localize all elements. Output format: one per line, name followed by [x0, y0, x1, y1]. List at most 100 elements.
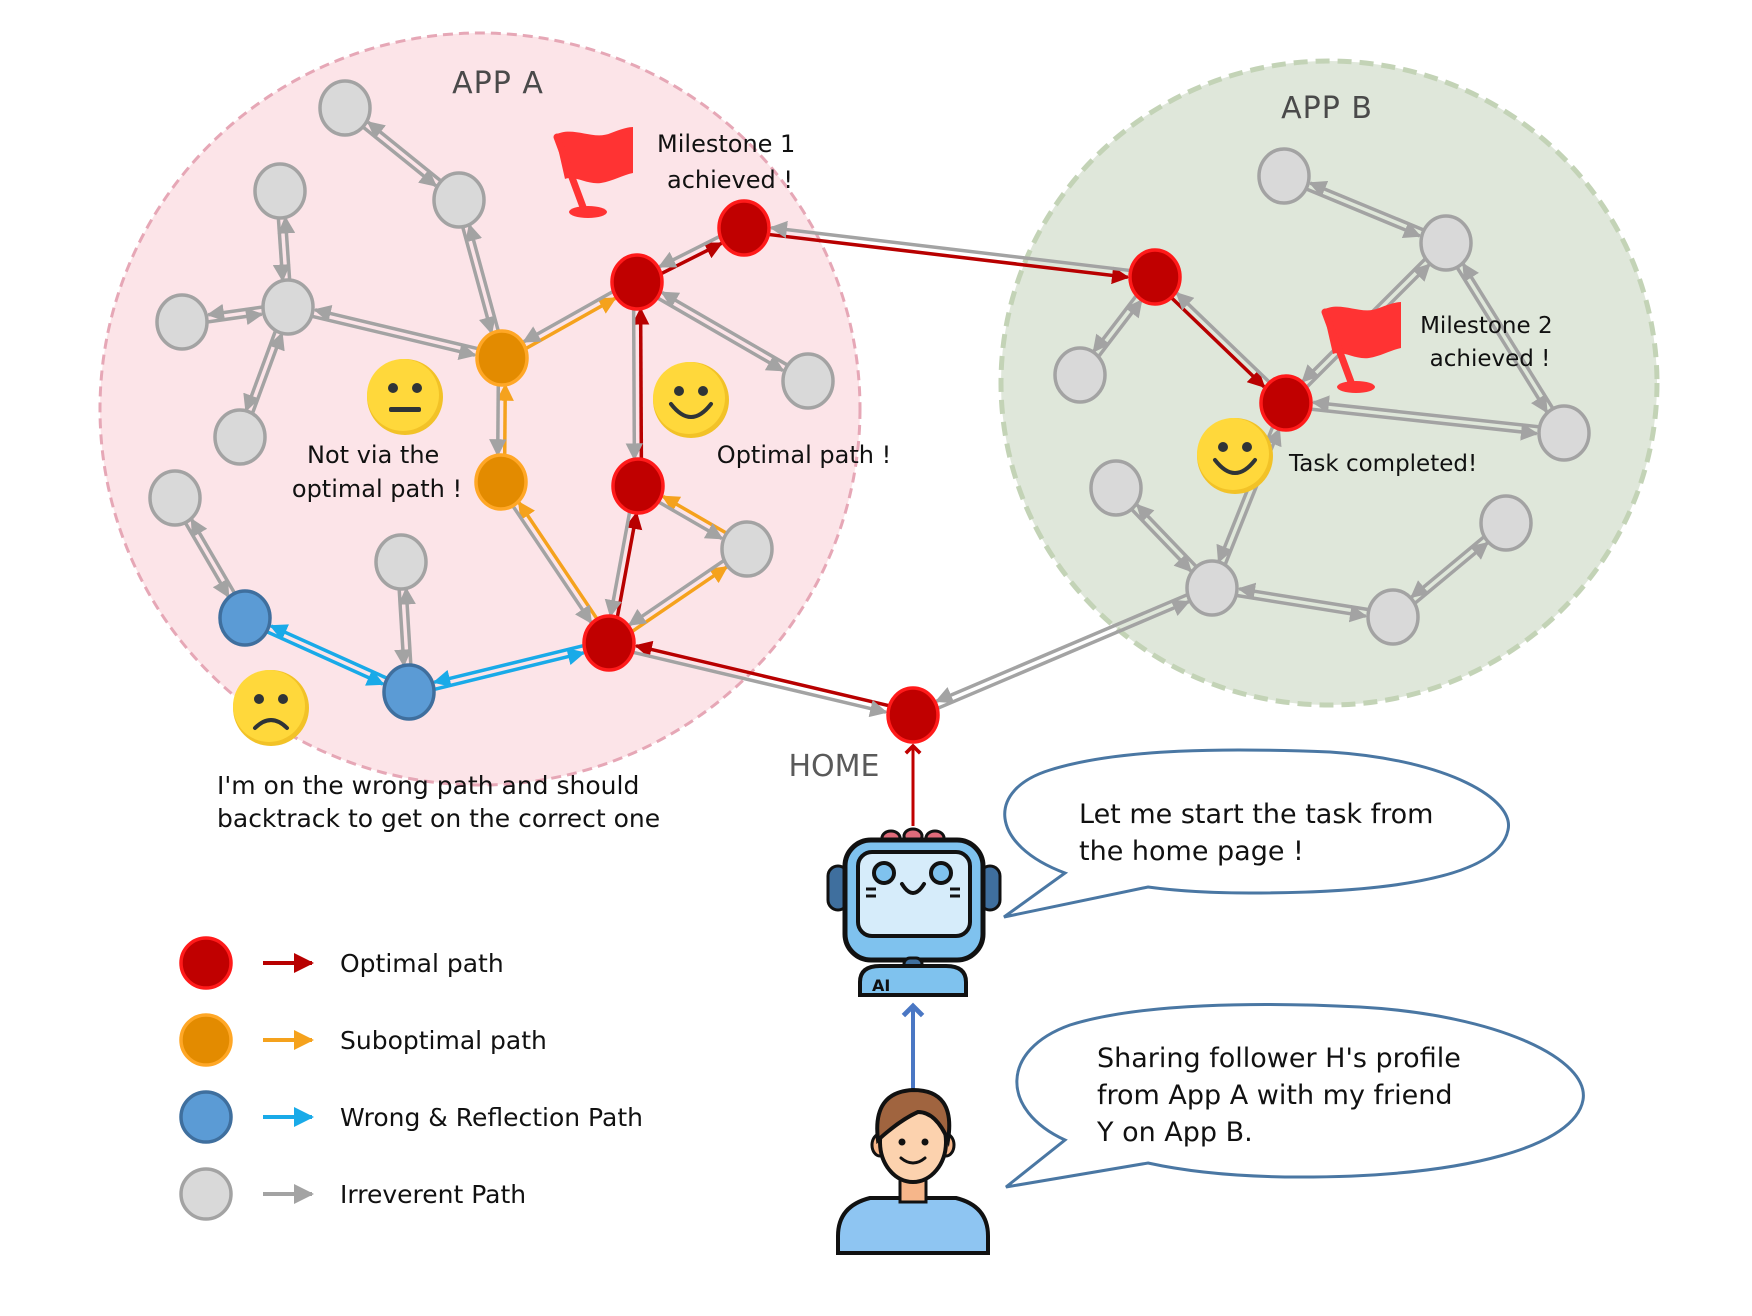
edge-b_g_right-to-b_task — [1311, 395, 1540, 429]
edge-b_g_far-to-b_g_bottom — [1410, 534, 1486, 599]
legend-dot-optimal — [179, 936, 233, 990]
node-b-entry — [1128, 248, 1182, 306]
edge-b_task-to-b_g_right — [1310, 407, 1539, 441]
node-b-g-right — [1537, 404, 1591, 462]
node-a-g-top — [318, 79, 372, 137]
legend-label-suboptimal: Suboptimal path — [340, 1026, 547, 1055]
edge-b_g_hub-to-home — [934, 592, 1189, 704]
node-b-g-far — [1479, 494, 1533, 552]
milestone-2-line-2: achieved ! — [1430, 346, 1551, 372]
milestone-2-flag-icon — [1321, 302, 1401, 393]
wrong-path-line-1: I'm on the wrong path and should — [217, 771, 639, 800]
node-a-milestone — [717, 199, 771, 257]
app-b-label: APP B — [1281, 91, 1373, 126]
edges-layer — [183, 120, 1556, 718]
edge-a_entry-to-a_g_tri — [630, 565, 729, 634]
edge-a_g_top2-to-a_g_top — [366, 120, 443, 183]
node-a-junction — [610, 253, 664, 311]
edge-a_mid-to-a_g_tri — [657, 500, 724, 541]
happy-face-icon — [653, 362, 729, 438]
edge-a_g_tri-to-a_entry — [627, 558, 726, 627]
task-completed-text: Task completed! — [1288, 451, 1477, 477]
node-a-orange1 — [475, 329, 529, 387]
edge-b_g_hub-to-b_g_lowleft — [1135, 503, 1199, 569]
edge-b_task-to-b_entry — [1175, 291, 1272, 385]
edge-b_g_right-to-b_g_top2 — [1461, 262, 1556, 411]
node-a-mid — [611, 457, 665, 515]
edge-home-to-b_g_hub — [936, 599, 1191, 711]
edge-a_orange2-to-a_entry — [510, 503, 593, 624]
neutral-face-icon — [367, 359, 443, 435]
node-a-blue2 — [382, 663, 436, 721]
node-a-g-top2 — [432, 171, 486, 229]
edge-a_orange2-to-a_orange1 — [496, 383, 514, 458]
home-label: HOME — [788, 749, 879, 784]
edge-a_g_right-to-a_junction — [660, 290, 789, 367]
node-a-g-tri — [720, 520, 774, 578]
edge-a_entry-to-a_orange2 — [517, 501, 600, 622]
edge-a_entry-to-a_blue2 — [432, 643, 585, 687]
agent-speech-bubble: Let me start the task from the home page… — [1003, 748, 1510, 919]
legend-label-irrelevant: Irreverent Path — [340, 1180, 526, 1209]
legend-item-suboptimal: Suboptimal path — [179, 1013, 547, 1067]
node-a-g-hub — [261, 278, 315, 336]
edge-a_junction-to-a_mid — [625, 307, 644, 461]
user-speech-bubble: Sharing follower H's profile from App A … — [1005, 1003, 1585, 1189]
milestone-2-text: Milestone 2 achieved ! — [1420, 313, 1560, 372]
edge-a_orange1-to-a_g_top2 — [465, 223, 501, 334]
nodes-layer — [148, 79, 1591, 744]
user-speech-line-1: Sharing follower H's profile — [1097, 1043, 1461, 1074]
milestone-1-text: Milestone 1 achieved ! — [657, 130, 803, 194]
node-b-g-top2 — [1419, 214, 1473, 272]
wrong-path-line-2: backtrack to get on the correct one — [217, 804, 660, 833]
node-a-entry — [582, 614, 636, 672]
edge-a_g_left-to-a_g_hub — [206, 307, 264, 326]
node-a-g-mid — [374, 533, 428, 591]
legend-label-optimal: Optimal path — [340, 949, 504, 978]
node-a-orange2 — [474, 453, 528, 511]
legend-item-optimal: Optimal path — [179, 936, 504, 990]
edge-a_junction-to-a_g_right — [656, 296, 785, 373]
agent-speech-text: Let me start the task from the home page… — [1079, 799, 1442, 867]
node-b-g-bottom — [1366, 588, 1420, 646]
edge-a_g_low-to-a_g_hub — [250, 331, 285, 416]
user-speech-line-2: from App A with my friend — [1097, 1080, 1453, 1111]
edge-a_blue2-to-a_entry — [433, 648, 586, 692]
edge-a_blue2-to-a_g_mid — [398, 586, 416, 667]
ai-badge: AI — [872, 976, 890, 995]
edge-b_g_bottom-to-b_g_hub — [1237, 582, 1370, 612]
task-complete-face-icon — [1197, 418, 1273, 494]
not-optimal-line-1: Not via the — [307, 441, 439, 469]
edge-b_g_top2-to-b_g_right — [1454, 265, 1549, 414]
edge-b_g_hub-to-b_g_bottom — [1235, 593, 1368, 623]
node-home — [886, 686, 940, 744]
user-person-icon — [836, 1087, 990, 1255]
node-b-g-hub — [1185, 559, 1239, 617]
node-b-g-top — [1257, 147, 1311, 205]
node-a-g-left — [155, 293, 209, 351]
edge-b_g_top2-to-b_g_top — [1308, 181, 1425, 232]
node-a-g-up — [253, 162, 307, 220]
node-a-g-low — [213, 408, 267, 466]
node-a-g-right — [781, 352, 835, 410]
legend-item-wrong: Wrong & Reflection Path — [179, 1090, 643, 1144]
legend-dot-irrelevant — [179, 1167, 233, 1221]
edge-b_entry-to-b_task — [1169, 295, 1266, 389]
app-a-label: APP A — [452, 66, 544, 101]
edge-home-to-a_entry — [634, 640, 890, 708]
milestone-1-flag-icon — [553, 127, 633, 218]
edge-a_orange1-to-a_g_hub — [313, 304, 479, 351]
ai-agent-robot-icon: AI — [826, 827, 1002, 997]
edge-a_g_top2-to-a_orange1 — [460, 224, 496, 335]
agent-speech-line-1: Let me start the task from — [1079, 799, 1433, 830]
edge-a_junction-to-a_orange1 — [522, 289, 615, 344]
edge-a_blue1-to-a_g_far — [190, 518, 237, 596]
user-speech-text: Sharing follower H's profile from App A … — [1096, 1043, 1469, 1148]
edge-a_blue1-to-a_blue2 — [265, 629, 385, 686]
node-a-g-far — [148, 469, 202, 527]
not-optimal-line-2: optimal path ! — [292, 475, 462, 503]
sad-face-icon — [233, 670, 309, 746]
node-a-blue1 — [218, 589, 272, 647]
